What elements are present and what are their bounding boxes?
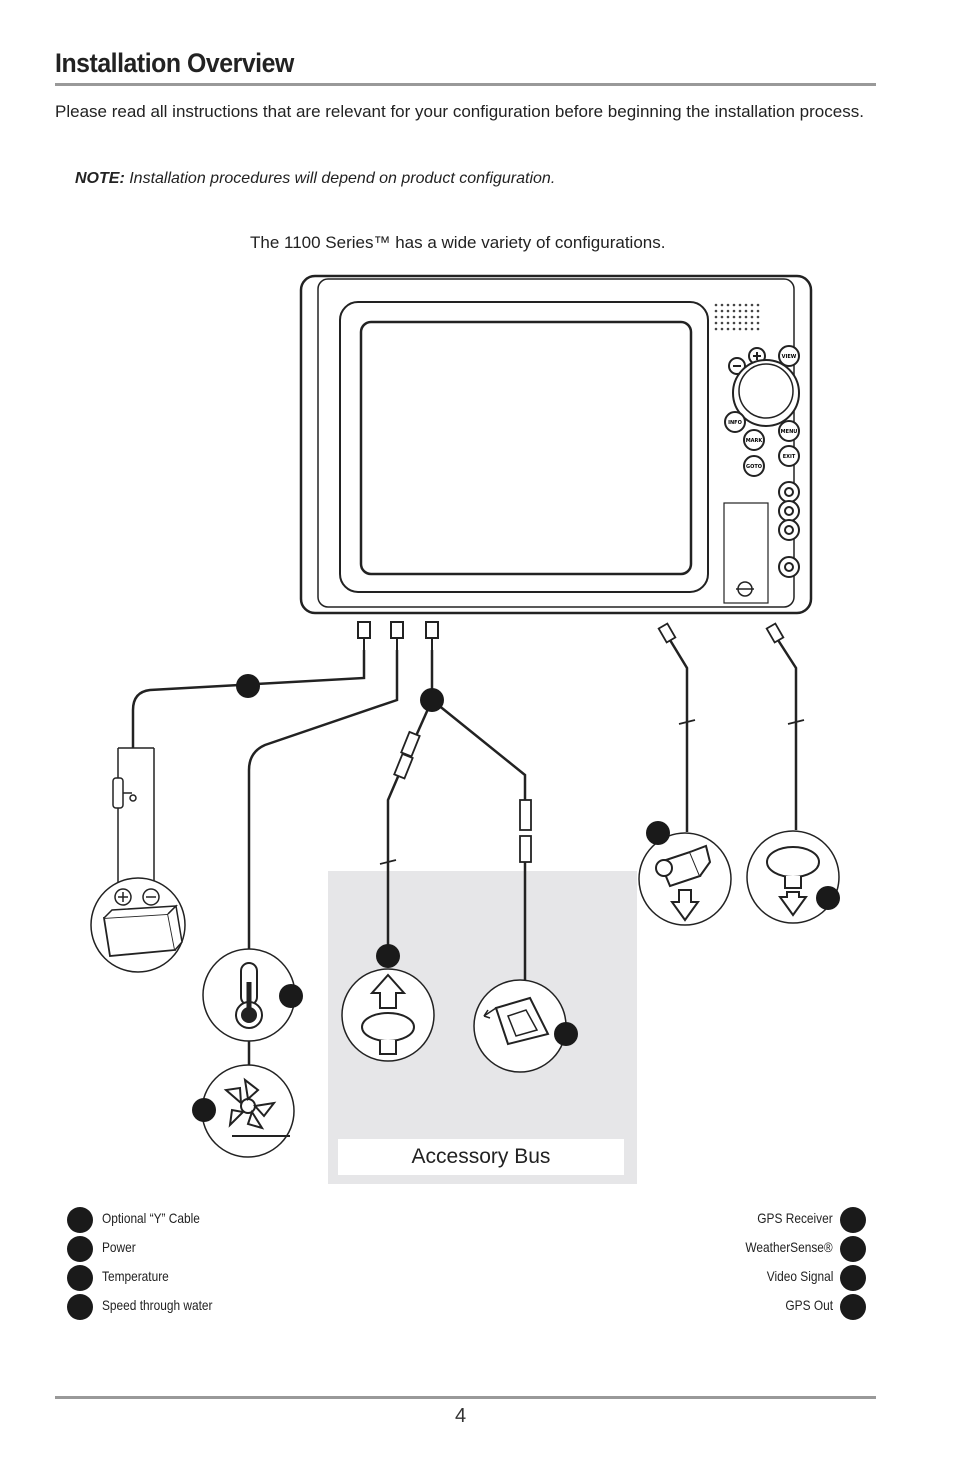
- quick-key-3[interactable]: [778, 519, 800, 541]
- cables: [131, 639, 798, 1065]
- legend-gps-receiver: GPS Receiver: [757, 1210, 833, 1226]
- power-button[interactable]: [778, 556, 800, 578]
- callout-dots: [192, 674, 840, 1122]
- legend-temperature: Temperature: [102, 1268, 169, 1284]
- page-number: 4: [455, 1405, 467, 1427]
- legend-dot-y-cable: [67, 1207, 93, 1233]
- legend-dot-weathersense: [840, 1236, 866, 1262]
- note-text: Installation procedures will depend on p…: [124, 170, 556, 187]
- fishfinder-unit: VIEW INFO MARK MENU GOTO EXIT: [299, 274, 813, 615]
- exit-button-label: EXIT: [783, 454, 796, 460]
- accessory-bus-label: Accessory Bus: [338, 1139, 624, 1175]
- view-button[interactable]: [778, 345, 800, 367]
- mark-button[interactable]: [743, 429, 765, 451]
- legend-gps-out: GPS Out: [785, 1297, 833, 1313]
- accessory-connector: [425, 621, 439, 639]
- legend-y-cable: Optional “Y” Cable: [102, 1210, 200, 1226]
- power-connector: [357, 621, 371, 639]
- info-button-label: INFO: [728, 420, 742, 426]
- speaker-grille: [714, 303, 760, 331]
- goto-button[interactable]: [743, 455, 765, 477]
- legend-dot-video-signal: [840, 1265, 866, 1291]
- legend-dot-gps-out: [840, 1294, 866, 1320]
- legend-video-signal: Video Signal: [766, 1268, 833, 1284]
- header-rule: [55, 83, 876, 86]
- quick-key-2[interactable]: [778, 500, 800, 522]
- legend-weathersense: WeatherSense®: [745, 1239, 833, 1255]
- exit-button[interactable]: [778, 445, 800, 467]
- menu-button[interactable]: [778, 420, 800, 442]
- goto-button-label: GOTO: [746, 464, 762, 470]
- legend-power: Power: [102, 1239, 136, 1255]
- page-title: Installation Overview: [55, 48, 294, 78]
- legend-dot-gps-receiver: [840, 1207, 866, 1233]
- intro-paragraph: Please read all instructions that are re…: [55, 102, 864, 121]
- footer-rule: [55, 1396, 876, 1399]
- menu-button-label: MENU: [781, 429, 798, 435]
- view-button-label: VIEW: [782, 354, 797, 360]
- diagram-caption: The 1100 Series™ has a wide variety of c…: [250, 233, 666, 252]
- legend-speed: Speed through water: [102, 1297, 213, 1313]
- quick-key-1[interactable]: [778, 481, 800, 503]
- info-button[interactable]: [724, 411, 746, 433]
- temp-connector: [390, 621, 404, 639]
- note-label: NOTE:: [75, 170, 125, 187]
- note: NOTE: Installation procedures will depen…: [75, 170, 555, 188]
- mark-button-label: MARK: [746, 438, 764, 444]
- legend-dot-speed: [67, 1294, 93, 1320]
- legend-dot-temperature: [67, 1265, 93, 1291]
- legend-dot-power: [67, 1236, 93, 1262]
